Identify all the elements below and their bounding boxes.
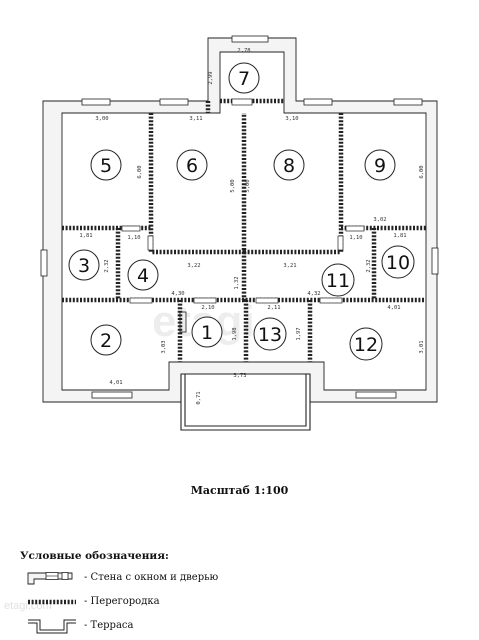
room-2-circle	[90, 324, 122, 356]
room-number: 12	[354, 334, 378, 356]
dimension-label: 1,10	[127, 235, 140, 241]
dimension-label: 2,10	[201, 305, 214, 311]
room-number: 4	[137, 265, 149, 287]
dimension-label: 4,30	[171, 291, 184, 297]
room-13-circle	[253, 317, 287, 351]
dimension-label: 5,00	[245, 179, 251, 192]
dimension-label: 2,11	[267, 305, 280, 311]
legend-label-terrace: - Терраса	[84, 619, 134, 631]
room-12-circle	[349, 327, 383, 361]
dimension-label: 1,10	[349, 235, 362, 241]
legend-label-partition: - Перегородка	[84, 595, 160, 607]
terrace-icon	[28, 619, 76, 634]
room-number: 6	[186, 155, 198, 177]
dimension-label: 2,32	[366, 259, 372, 272]
dimension-label: 4,01	[109, 380, 122, 386]
dimension-labels: 2,78 2,99 3,00 3,11 3,10 6,00 5,00 5,00 6,00 1,81…	[79, 48, 425, 405]
room-number: 10	[386, 252, 410, 274]
dimension-label: 2,32	[104, 259, 110, 272]
dimension-label: 0,71	[196, 391, 202, 404]
dimension-label: 1,32	[234, 276, 240, 289]
legend-item-terrace: - Терраса	[26, 616, 133, 634]
windows	[40, 35, 439, 399]
legend-item-partition: - Перегородка	[26, 592, 160, 610]
dimension-label: 3,73	[233, 373, 246, 379]
terrace	[180, 374, 311, 431]
room-8-circle	[273, 149, 305, 181]
room-10-circle	[381, 245, 415, 279]
legend-label-wall: - Стена с окном и дверью	[84, 571, 219, 583]
dimension-label: 3,00	[95, 116, 108, 122]
room-number: 5	[100, 155, 112, 177]
dimension-label: 3,02	[373, 217, 386, 223]
room-1-circle	[191, 316, 223, 348]
room-9-circle	[364, 149, 396, 181]
dimension-label: 4,01	[387, 305, 400, 311]
room-5-circle	[90, 149, 122, 181]
doors	[121, 98, 365, 304]
dimension-label: 3,11	[189, 116, 202, 122]
wall-with-window-door-icon	[27, 572, 73, 585]
legend-item-wall: - Стена с окном и дверью	[26, 568, 218, 586]
room-number: 1	[201, 322, 213, 344]
legend-title: Условные обозначения:	[20, 550, 169, 562]
room-number: 13	[258, 324, 282, 346]
room-11-circle	[321, 263, 355, 297]
partitions	[62, 98, 426, 362]
room-7-circle	[228, 62, 260, 94]
dimension-label: 5,00	[230, 179, 236, 192]
room-number: 2	[100, 330, 112, 352]
room-4-circle	[127, 259, 159, 291]
dimension-label: 3,03	[161, 340, 167, 353]
dimension-label: 2,78	[237, 48, 250, 54]
room-number: 11	[326, 270, 350, 292]
dimension-label: 3,21	[283, 263, 296, 269]
dimension-label: 6,00	[137, 165, 143, 178]
room-3-circle	[68, 249, 100, 281]
dimension-label: 3,22	[187, 263, 200, 269]
dimension-label: 1,81	[79, 233, 92, 239]
room-6-circle	[176, 149, 208, 181]
corner-watermark: etagi.com	[4, 600, 52, 612]
room-number: 7	[238, 68, 250, 90]
dimension-label: 1,81	[393, 233, 406, 239]
room-number: 9	[374, 155, 386, 177]
scale-label: Масштаб 1:100	[190, 484, 289, 497]
dimension-label: 2,99	[208, 71, 214, 84]
dimension-label: 1,98	[232, 327, 238, 340]
room-number: 3	[78, 255, 90, 277]
dimension-label: 3,01	[419, 340, 425, 353]
dimension-label: 3,10	[285, 116, 298, 122]
room-number: 8	[283, 155, 295, 177]
dimension-label: 4,32	[307, 291, 320, 297]
dimension-label: 6,00	[419, 165, 425, 178]
dimension-label: 1,97	[296, 327, 302, 340]
partition-icon	[28, 599, 76, 605]
